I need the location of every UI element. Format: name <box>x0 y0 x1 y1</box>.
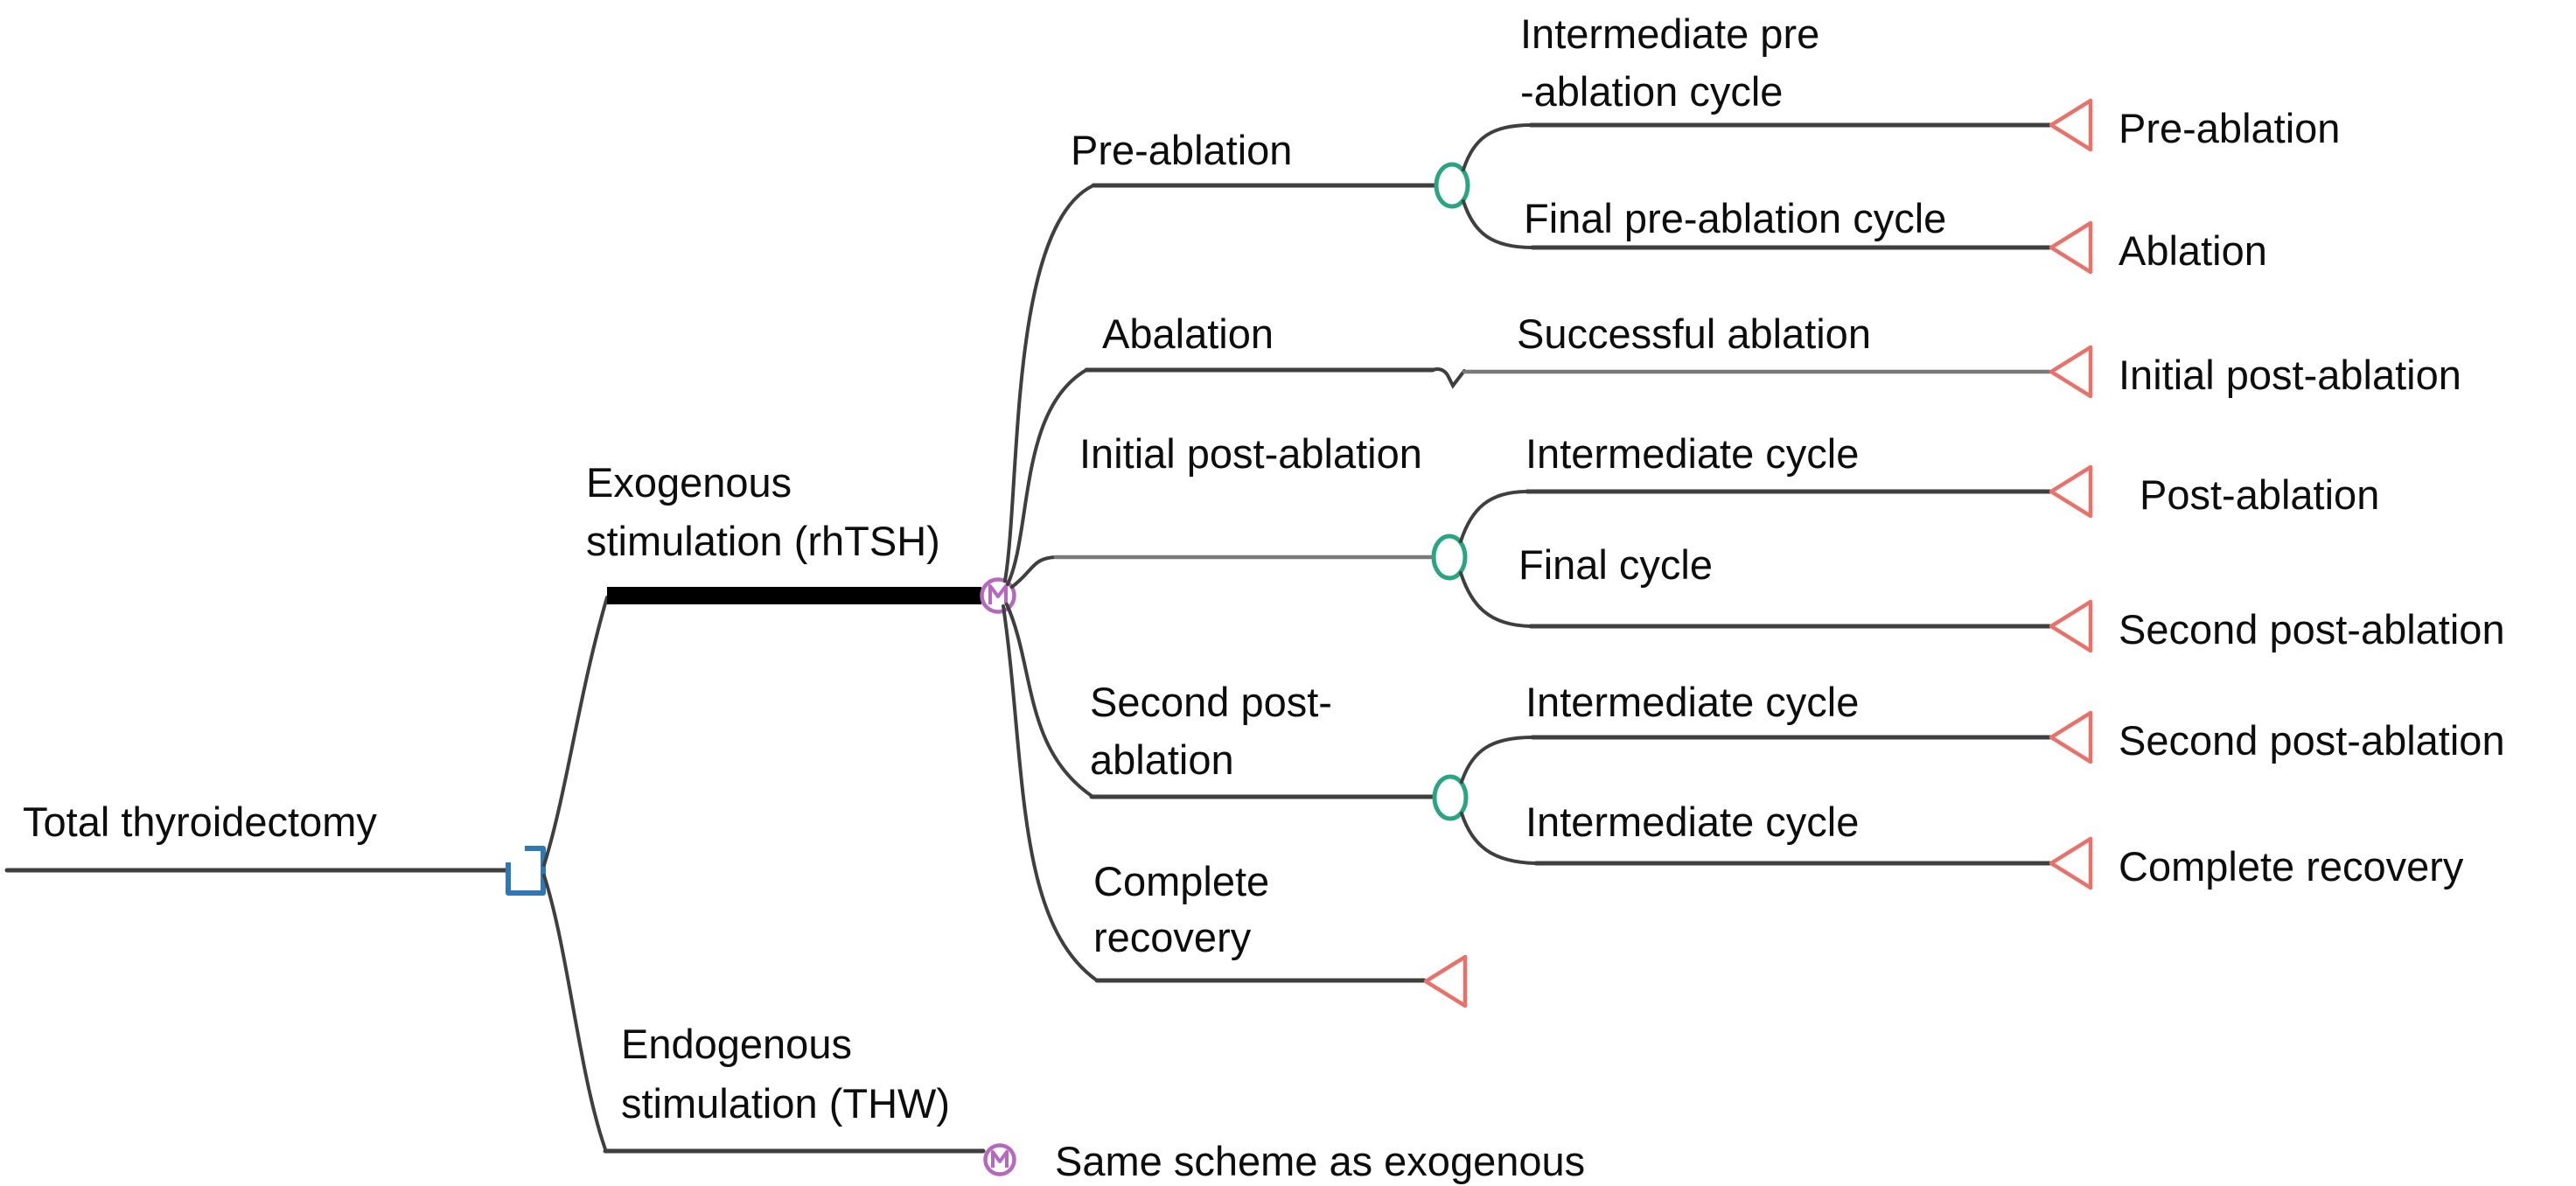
endogenous-note: Same scheme as exogenous <box>1055 1138 1586 1184</box>
slant-line-endogenous <box>542 874 607 1151</box>
root-label: Total thyroidectomy <box>23 799 377 845</box>
terminal-label-initial-post-ablation: Initial post-ablation <box>2119 352 2461 398</box>
intermediate-cycle-label-3: Intermediate cycle <box>1525 799 1860 845</box>
child-curve <box>1459 490 1529 543</box>
intermediate-cycle-label-2: Intermediate cycle <box>1525 679 1860 725</box>
terminal-node-icon <box>2049 345 2093 399</box>
clone-node-m-glyph <box>991 1150 1009 1168</box>
fan-curve-initial-post-ablation <box>1010 555 1058 589</box>
line-notch <box>1431 366 1466 389</box>
fan-curve-abalation <box>1006 368 1088 586</box>
complete-recovery-branch-label: Complete recovery <box>1093 858 1270 960</box>
terminal-node-icon <box>2049 220 2093 275</box>
terminal-node-icon <box>1423 954 1468 1008</box>
terminal-node-icon <box>2049 98 2093 152</box>
terminal-label-ablation: Ablation <box>2119 227 2267 274</box>
second-post-ablation-branch-label: Second post- ablation <box>1090 679 1332 783</box>
intermediate-cycle-label-1: Intermediate cycle <box>1525 430 1860 477</box>
terminal-node-icon <box>2049 836 2093 890</box>
terminal-label-post-ablation: Post-ablation <box>2140 471 2380 518</box>
chance-node-icon <box>1431 534 1468 581</box>
terminal-node-icon <box>2049 710 2093 764</box>
chance-node-icon <box>1434 162 1470 209</box>
terminal-label-pre-ablation: Pre-ablation <box>2119 105 2341 151</box>
child-curve <box>1459 571 1532 628</box>
child-curve <box>1460 736 1534 784</box>
decision-node-icon <box>506 846 546 896</box>
child-curve <box>1460 812 1538 865</box>
chance-node-icon <box>1432 774 1469 821</box>
successful-ablation-label: Successful ablation <box>1517 310 1871 357</box>
terminal-label-complete-recovery: Complete recovery <box>2119 843 2464 890</box>
child-curve <box>1462 123 1532 171</box>
final-cycle-label: Final cycle <box>1518 541 1714 588</box>
exogenous-branch-label: Exogenous stimulation (rhTSH) <box>586 459 940 564</box>
terminal-label-second-post-ablation-1: Second post-ablation <box>2119 606 2505 652</box>
fan-curve-pre-ablation <box>1003 184 1095 583</box>
initial-post-ablation-branch-label: Initial post-ablation <box>1079 430 1422 477</box>
fan-curve-complete-recovery <box>1002 604 1099 982</box>
endogenous-branch-label: Endogenous stimulation (THW) <box>621 1021 951 1127</box>
terminal-node-icon <box>2049 464 2093 519</box>
intermediate-pre-ablation-label: Intermediate pre -ablation cycle <box>1520 10 1820 115</box>
child-curve <box>1462 199 1534 249</box>
pre-ablation-branch-label: Pre-ablation <box>1071 127 1293 173</box>
terminal-node-icon <box>2049 599 2093 653</box>
clone-node-m-glyph <box>988 584 1008 604</box>
abalation-branch-label: Abalation <box>1102 310 1274 357</box>
final-pre-ablation-label: Final pre-ablation cycle <box>1524 195 1947 241</box>
terminal-label-second-post-ablation-2: Second post-ablation <box>2119 717 2505 764</box>
fan-curve-second-post-ablation <box>1005 603 1093 798</box>
slant-line-exogenous <box>542 596 609 867</box>
